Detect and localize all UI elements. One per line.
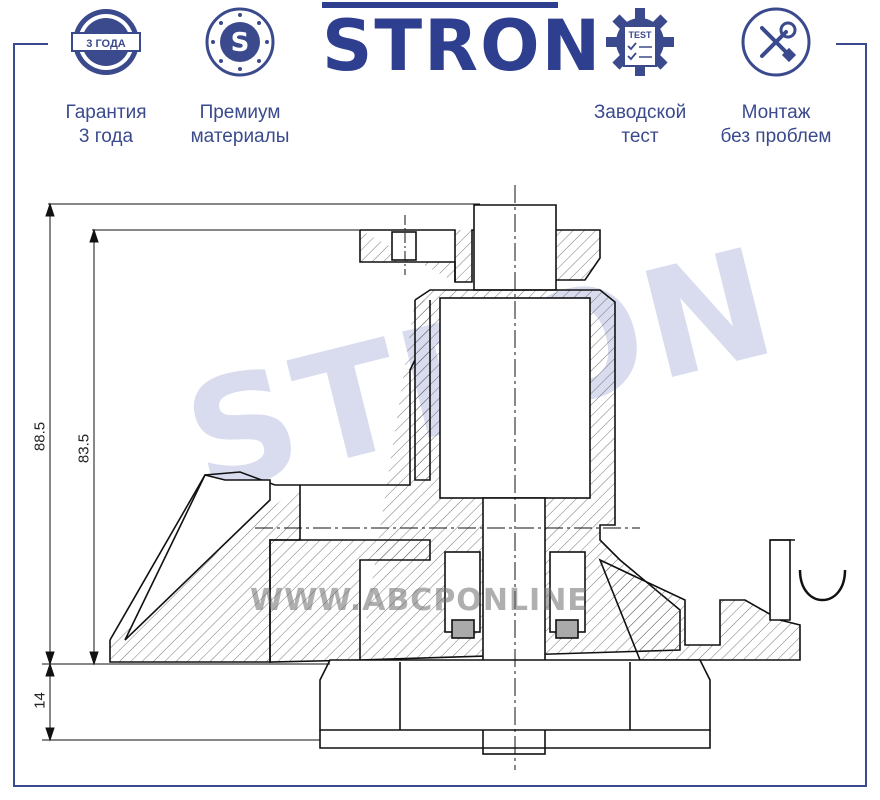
warranty-seal-icon: 3 ГОДА (71, 9, 141, 75)
badge-factory-test-line1: Заводской (593, 102, 687, 123)
badge-easy-install-line2: без проблем (720, 126, 832, 147)
brand-logo-bar (322, 2, 558, 8)
badge-premium: S Премиум материалы (180, 6, 300, 149)
factory-test-gear-icon: TEST (606, 8, 674, 76)
badge-warranty-line1: Гарантия (65, 102, 147, 123)
badge-premium-line2: материалы (190, 126, 290, 147)
badge-factory-test-line2: тест (621, 126, 659, 147)
watermark-url: WWW.ABCPONLINE (250, 583, 589, 618)
dimension-overall-height: 88.5 (31, 421, 49, 452)
badge-factory-test: TEST Заводской тест (582, 6, 698, 149)
badge-easy-install: Монтаж без проблем (706, 6, 846, 149)
badge-premium-line1: Премиум (199, 102, 281, 123)
dimension-flange-height: 14 (31, 692, 49, 709)
wrench-screwdriver-icon (741, 7, 811, 77)
badge-warranty-line2: 3 года (78, 126, 134, 147)
brand-logo-text: STRON (322, 5, 603, 87)
premium-coin-letter: S (231, 28, 250, 58)
warranty-seal-label: 3 ГОДА (86, 38, 126, 50)
badge-easy-install-line1: Монтаж (741, 102, 811, 123)
test-clipboard-label: TEST (628, 30, 652, 40)
brand-logo: STRON (322, 2, 603, 87)
premium-s-coin-icon: S (205, 7, 275, 77)
dimension-inner-height: 83.5 (75, 433, 93, 464)
badge-warranty: 3 ГОДА Гарантия 3 года (48, 6, 164, 149)
